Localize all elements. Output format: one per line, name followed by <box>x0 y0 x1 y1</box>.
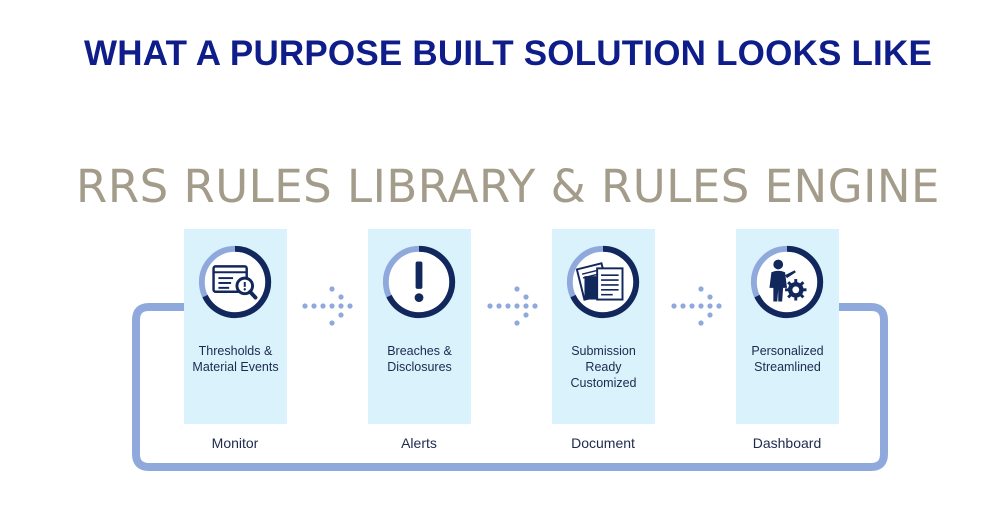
arrow-right-icon <box>302 286 353 326</box>
monitor-magnifier-icon <box>198 245 272 319</box>
stage-label-alerts: Alerts <box>401 435 437 451</box>
diagram-subtitle: RRS RULES LIBRARY & RULES ENGINE <box>76 160 940 213</box>
arrow-right-icon <box>487 286 538 326</box>
card-description: Submission Ready Customized <box>570 344 637 390</box>
card-document: Submission Ready Customized <box>552 229 655 424</box>
card-monitor: Thresholds & Material Events <box>184 229 287 424</box>
card-description: Personalized Streamlined <box>751 344 824 374</box>
person-gear-icon <box>750 245 824 319</box>
stage-label-dashboard: Dashboard <box>752 435 822 451</box>
stage-label-monitor: Monitor <box>211 435 259 451</box>
card-description: Breaches & Disclosures <box>387 344 452 374</box>
card-dashboard: Personalized Streamlined <box>736 229 839 424</box>
page-title: WHAT A PURPOSE BUILT SOLUTION LOOKS LIKE <box>84 34 932 73</box>
documents-icon <box>566 245 640 319</box>
stage-label-document: Document <box>571 435 635 451</box>
card-description: Thresholds & Material Events <box>192 344 279 374</box>
card-alerts: Breaches & Disclosures <box>368 229 471 424</box>
arrow-right-icon <box>671 286 722 326</box>
exclamation-icon <box>382 245 456 319</box>
